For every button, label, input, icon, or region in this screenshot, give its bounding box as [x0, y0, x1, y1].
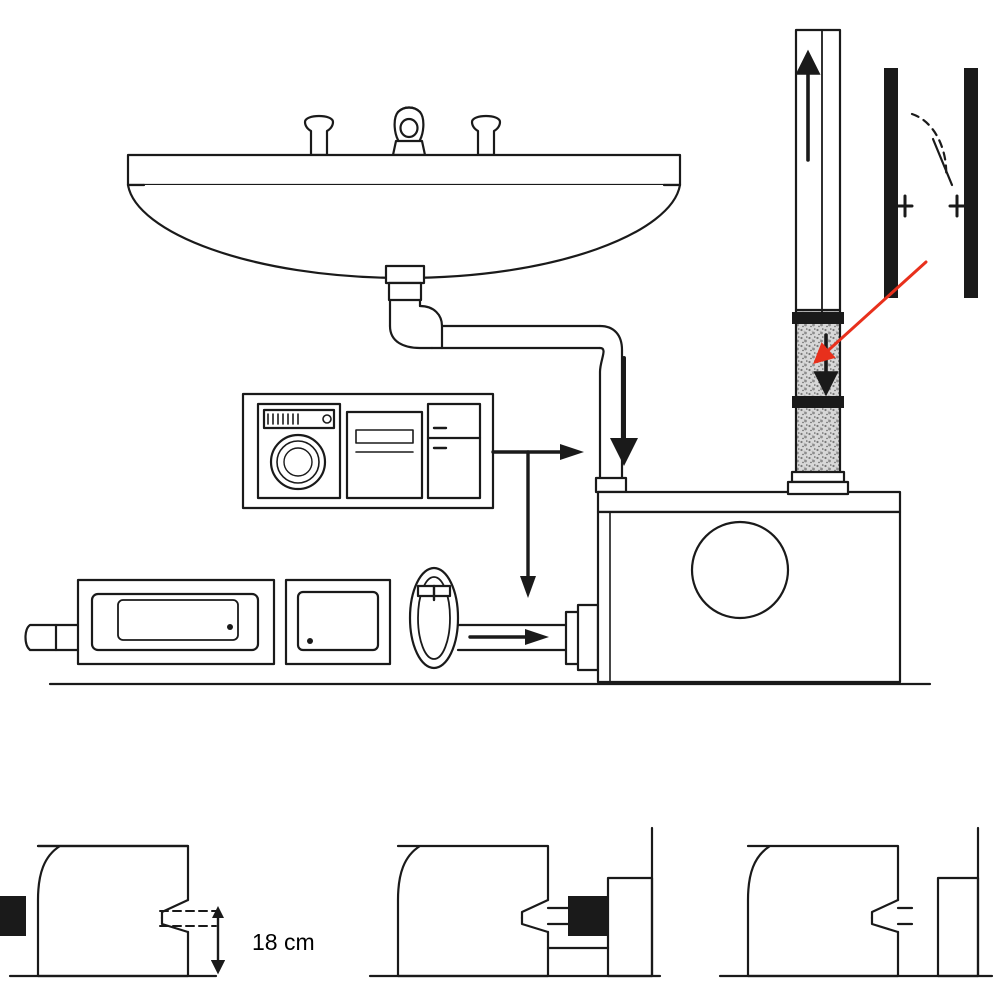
toilet: [408, 566, 460, 670]
appliance-panel: [241, 392, 495, 510]
installation-overview: [24, 28, 978, 686]
basin-waste-pipe: [384, 264, 638, 494]
toilet-with-pump-low: [368, 826, 662, 978]
basin-tap-right: [470, 114, 502, 157]
dishwasher: [345, 410, 424, 500]
basin-faucet: [391, 106, 427, 157]
dimension-label-18cm: 18 cm: [252, 929, 315, 955]
toilet-outlet-height: 18 cm: [8, 844, 315, 978]
basin-tap-left: [303, 114, 335, 157]
vertical-discharge-pipe: [786, 28, 850, 496]
dimension-guides: [159, 906, 226, 975]
fridge: [426, 402, 482, 500]
wash-basin: [126, 106, 682, 280]
bathtub: [24, 578, 276, 666]
shower-tray: [284, 578, 392, 666]
appliance-feed-arrow: [491, 444, 584, 598]
wall-section: [813, 68, 978, 365]
toilet-inlet-pipe: [456, 623, 572, 652]
toilet-with-pump-high: [0, 826, 994, 978]
toilet-connection-heights: 18 cm: [0, 826, 994, 978]
washing-machine: [256, 402, 342, 500]
macerator-pump-unit: [48, 490, 932, 686]
